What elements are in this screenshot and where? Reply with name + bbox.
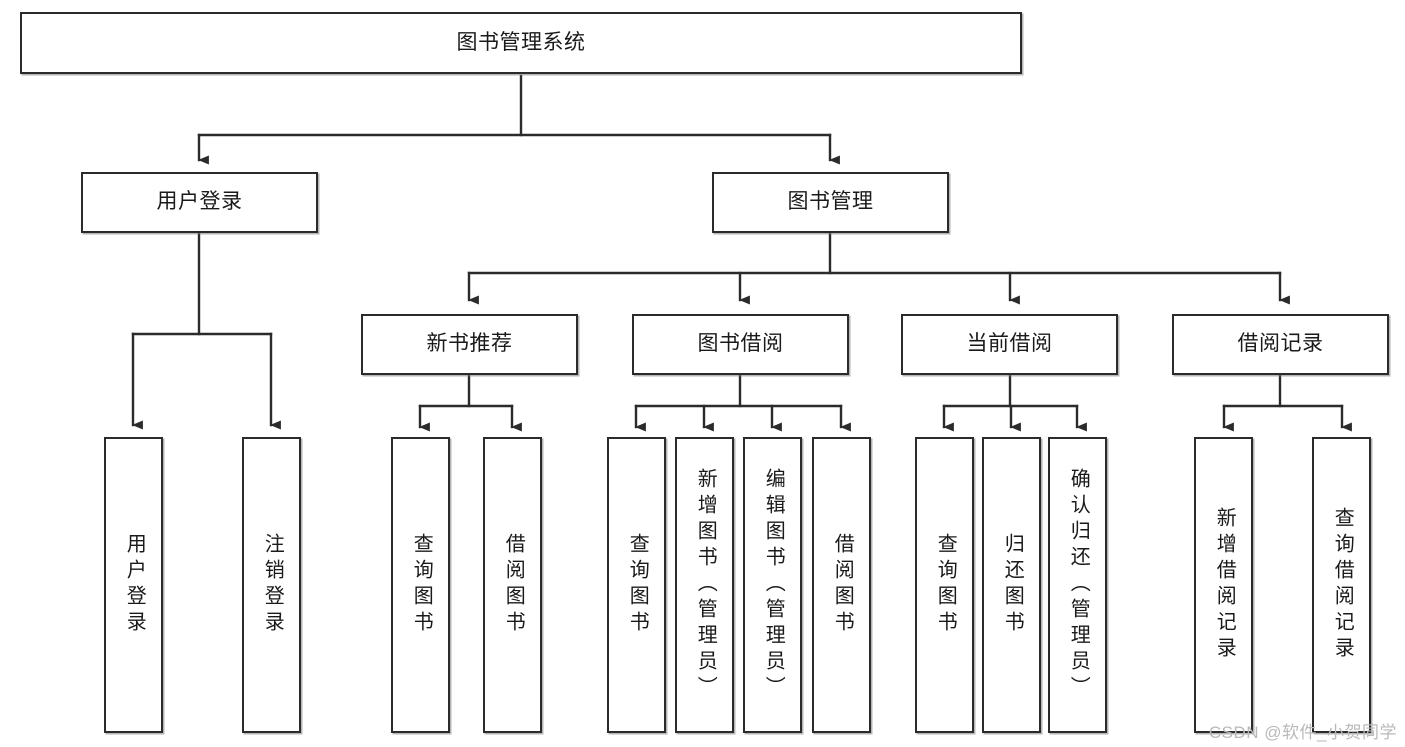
node-leaf-edit-book-label: 编辑图书（管理员）: [762, 468, 785, 702]
node-leaf-edit-book[interactable]: 编辑图书（管理员）: [743, 437, 802, 733]
node-leaf-borrow-book-2[interactable]: 借阅图书: [812, 437, 871, 733]
node-leaf-query-book-3-label: 查询图书: [934, 533, 957, 637]
node-leaf-query-book-1[interactable]: 查询图书: [391, 437, 450, 733]
node-leaf-borrow-book-1-label: 借阅图书: [502, 533, 525, 637]
node-leaf-query-book-2-label: 查询图书: [626, 533, 649, 637]
node-leaf-return-book-label: 归还图书: [1001, 533, 1024, 637]
node-book-borrow-label: 图书借阅: [697, 332, 784, 356]
node-new-book-rec-label: 新书推荐: [426, 332, 513, 356]
node-leaf-logout[interactable]: 注销登录: [242, 437, 301, 733]
node-new-book-rec[interactable]: 新书推荐: [361, 314, 578, 375]
node-leaf-query-record-label: 查询借阅记录: [1331, 507, 1354, 663]
node-leaf-add-record-label: 新增借阅记录: [1213, 507, 1236, 663]
node-leaf-query-book-2[interactable]: 查询图书: [607, 437, 666, 733]
node-borrow-record[interactable]: 借阅记录: [1172, 314, 1389, 375]
node-leaf-return-book[interactable]: 归还图书: [982, 437, 1041, 733]
node-leaf-query-book-3[interactable]: 查询图书: [915, 437, 974, 733]
node-user-login[interactable]: 用户登录: [81, 172, 318, 233]
node-borrow-record-label: 借阅记录: [1237, 332, 1324, 356]
node-book-manage[interactable]: 图书管理: [712, 172, 949, 233]
node-leaf-add-book-label: 新增图书（管理员）: [694, 468, 717, 702]
node-leaf-borrow-book-1[interactable]: 借阅图书: [483, 437, 542, 733]
node-root-label: 图书管理系统: [456, 30, 586, 54]
node-leaf-borrow-book-2-label: 借阅图书: [831, 533, 854, 637]
node-leaf-logout-label: 注销登录: [261, 533, 284, 637]
node-book-borrow[interactable]: 图书借阅: [632, 314, 849, 375]
node-leaf-confirm-return[interactable]: 确认归还（管理员）: [1048, 437, 1107, 733]
node-current-borrow-label: 当前借阅: [966, 332, 1053, 356]
node-user-login-label: 用户登录: [156, 190, 243, 214]
node-leaf-user-login[interactable]: 用户登录: [104, 437, 163, 733]
node-leaf-confirm-return-label: 确认归还（管理员）: [1067, 468, 1090, 702]
node-current-borrow[interactable]: 当前借阅: [901, 314, 1118, 375]
node-leaf-user-login-label: 用户登录: [123, 533, 146, 637]
node-leaf-query-record[interactable]: 查询借阅记录: [1312, 437, 1371, 733]
node-leaf-query-book-1-label: 查询图书: [410, 533, 433, 637]
node-leaf-add-book[interactable]: 新增图书（管理员）: [675, 437, 734, 733]
node-leaf-add-record[interactable]: 新增借阅记录: [1194, 437, 1253, 733]
node-book-manage-label: 图书管理: [787, 190, 874, 214]
node-root[interactable]: 图书管理系统: [20, 12, 1022, 74]
